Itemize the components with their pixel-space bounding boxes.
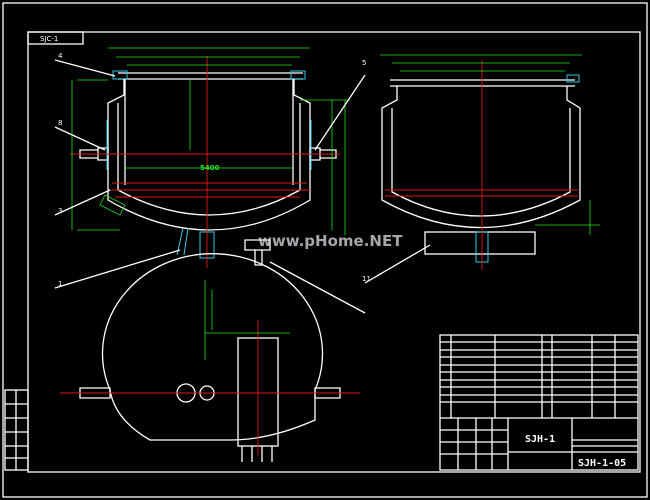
watermark: www.pHome.NET xyxy=(258,232,403,250)
drawing-number: SJH-1-05 xyxy=(578,458,626,469)
revision-strip xyxy=(4,389,29,471)
leader-label-3: 3 xyxy=(58,207,62,215)
leader-label-5: 5 xyxy=(362,59,366,67)
inner-frame xyxy=(27,31,641,473)
plan-view xyxy=(60,253,360,462)
leader-label-4: 4 xyxy=(58,52,63,60)
drawing-name: SJH-1 xyxy=(525,434,555,445)
leader-label-8: 8 xyxy=(58,119,62,127)
title-block: SJH-1 SJH-1-05 xyxy=(439,334,639,471)
dimension-main: 5400 xyxy=(200,164,220,172)
view-label-box xyxy=(27,31,84,45)
right-vessel-section xyxy=(380,54,600,270)
leader-lines: 4 8 3 1 5 11 xyxy=(54,52,431,314)
leader-label-1: 1 xyxy=(58,280,62,288)
view-label: SJC-1 xyxy=(40,35,58,43)
leader-label-11: 11 xyxy=(362,275,371,283)
left-vessel-section: 5400 xyxy=(70,47,350,268)
